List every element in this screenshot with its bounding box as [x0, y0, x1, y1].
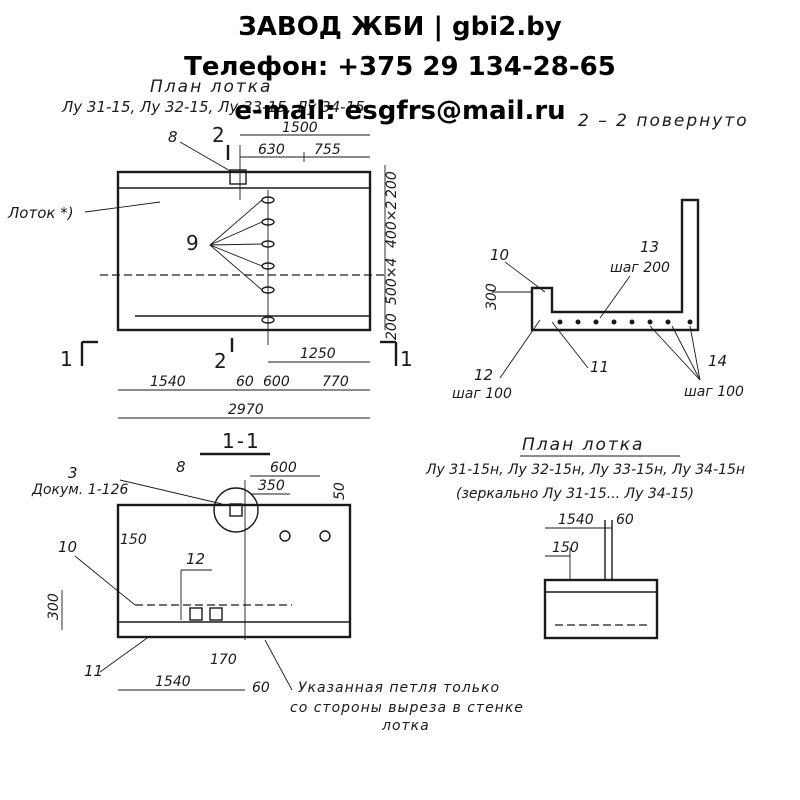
dim-400x2: 400×2 — [384, 201, 400, 248]
plan-title: План лотка — [150, 77, 272, 97]
plan2-outline — [543, 578, 659, 640]
s22-dim-300: 300 — [484, 283, 500, 310]
dim-1250: 1250 — [300, 346, 336, 362]
s22-step-100-left: шаг 100 — [452, 386, 512, 402]
dim-600: 600 — [263, 374, 290, 390]
email-header: e-mail: esgfrs@mail.ru — [234, 96, 566, 126]
s11-dim-60: 60 — [252, 680, 270, 696]
plan2-line1: Лу 31-15н, Лу 32-15н, Лу 33-15н, Лу 34-1… — [425, 462, 745, 478]
dim-60: 60 — [236, 374, 254, 390]
section-mark-2-top: 2 — [212, 123, 227, 147]
s11-dim-600: 600 — [270, 460, 297, 476]
s11-dim-1540: 1540 — [155, 674, 191, 690]
rebar-dots — [557, 319, 693, 325]
cut-mark-1-right: 1 — [400, 347, 415, 371]
dim-755: 755 — [314, 142, 341, 158]
s11-callout-11: 11 — [84, 662, 103, 680]
s11-callout-12: 12 — [186, 550, 205, 568]
s11-dim-170: 170 — [210, 652, 237, 668]
dim-630: 630 — [258, 142, 285, 158]
section-2-2: 2 – 2 повернуто 300 10 13 шаг 200 12 шаг… — [452, 111, 749, 402]
s22-step-200: шаг 200 — [610, 260, 670, 276]
dim-2970: 2970 — [228, 402, 264, 418]
s11-doc: Докум. 1-126 — [31, 482, 128, 498]
dim-770: 770 — [322, 374, 349, 390]
callout-9: 9 — [186, 231, 201, 255]
plan-outline — [116, 170, 372, 332]
plan2-view: План лотка Лу 31-15н, Лу 32-15н, Лу 33-1… — [425, 435, 745, 640]
dim-200-bottom: 200 — [384, 313, 400, 340]
s11-title: 1-1 — [222, 429, 261, 453]
tray-label: Лоток *) — [7, 204, 74, 222]
s22-callout-12: 12 — [474, 366, 493, 384]
s11-detail-circle — [213, 487, 259, 533]
s11-dim-50: 50 — [332, 482, 348, 500]
s11-callout-8: 8 — [176, 458, 186, 476]
s11-note-3: лотка — [381, 718, 430, 734]
plan2-line2: (зеркально Лу 31-15... Лу 34-15) — [456, 486, 694, 502]
dim-500x4: 500×4 — [384, 258, 400, 305]
plan2-title: План лотка — [522, 435, 644, 455]
s11-note-1: Указанная петля только — [298, 680, 500, 696]
s22-callout-11: 11 — [590, 358, 609, 376]
callout-8: 8 — [168, 128, 178, 146]
s11-note-2: со стороны выреза в стенке — [290, 700, 524, 716]
dim-200-top: 200 — [384, 171, 400, 198]
s22-step-100-right: шаг 100 — [684, 384, 744, 400]
lifting-loop-8 — [229, 169, 247, 185]
s11-outline — [116, 503, 352, 639]
section-1-1: 1-1 3 Докум. 1-126 8 600 350 50 10 150 1… — [31, 429, 524, 734]
s22-callout-13: 13 — [640, 238, 659, 256]
cut-mark-1-left: 1 — [60, 347, 75, 371]
phone-header: Телефон: +375 29 134-28-65 — [184, 52, 616, 82]
s11-callout-3: 3 — [68, 464, 78, 482]
s11-callout-10: 10 — [58, 538, 77, 556]
section-2-2-outline — [530, 198, 700, 332]
plan2-dim-150: 150 — [552, 540, 579, 556]
plan-subtitle: Лу 31-15, Лу 32-15, Лу 33-15, Лу 34-15 — [61, 98, 365, 116]
plan-view: План лотка Лу 31-15, Лу 32-15, Лу 33-15,… — [7, 77, 415, 419]
s22-callout-10: 10 — [490, 246, 509, 264]
s11-dim-150: 150 — [120, 532, 147, 548]
s11-dim-300: 300 — [46, 593, 62, 620]
s22-callout-14: 14 — [708, 352, 727, 370]
section-mark-2-bottom: 2 — [214, 349, 229, 373]
dim-1540: 1540 — [150, 374, 186, 390]
dim-1500: 1500 — [282, 120, 318, 136]
section-2-2-title: 2 – 2 повернуто — [578, 111, 749, 131]
s11-dim-350: 350 — [258, 478, 285, 494]
plan2-dim-60: 60 — [616, 512, 634, 528]
company-header: ЗАВОД ЖБИ | gbi2.by — [238, 12, 562, 42]
plan2-dim-1540: 1540 — [558, 512, 594, 528]
